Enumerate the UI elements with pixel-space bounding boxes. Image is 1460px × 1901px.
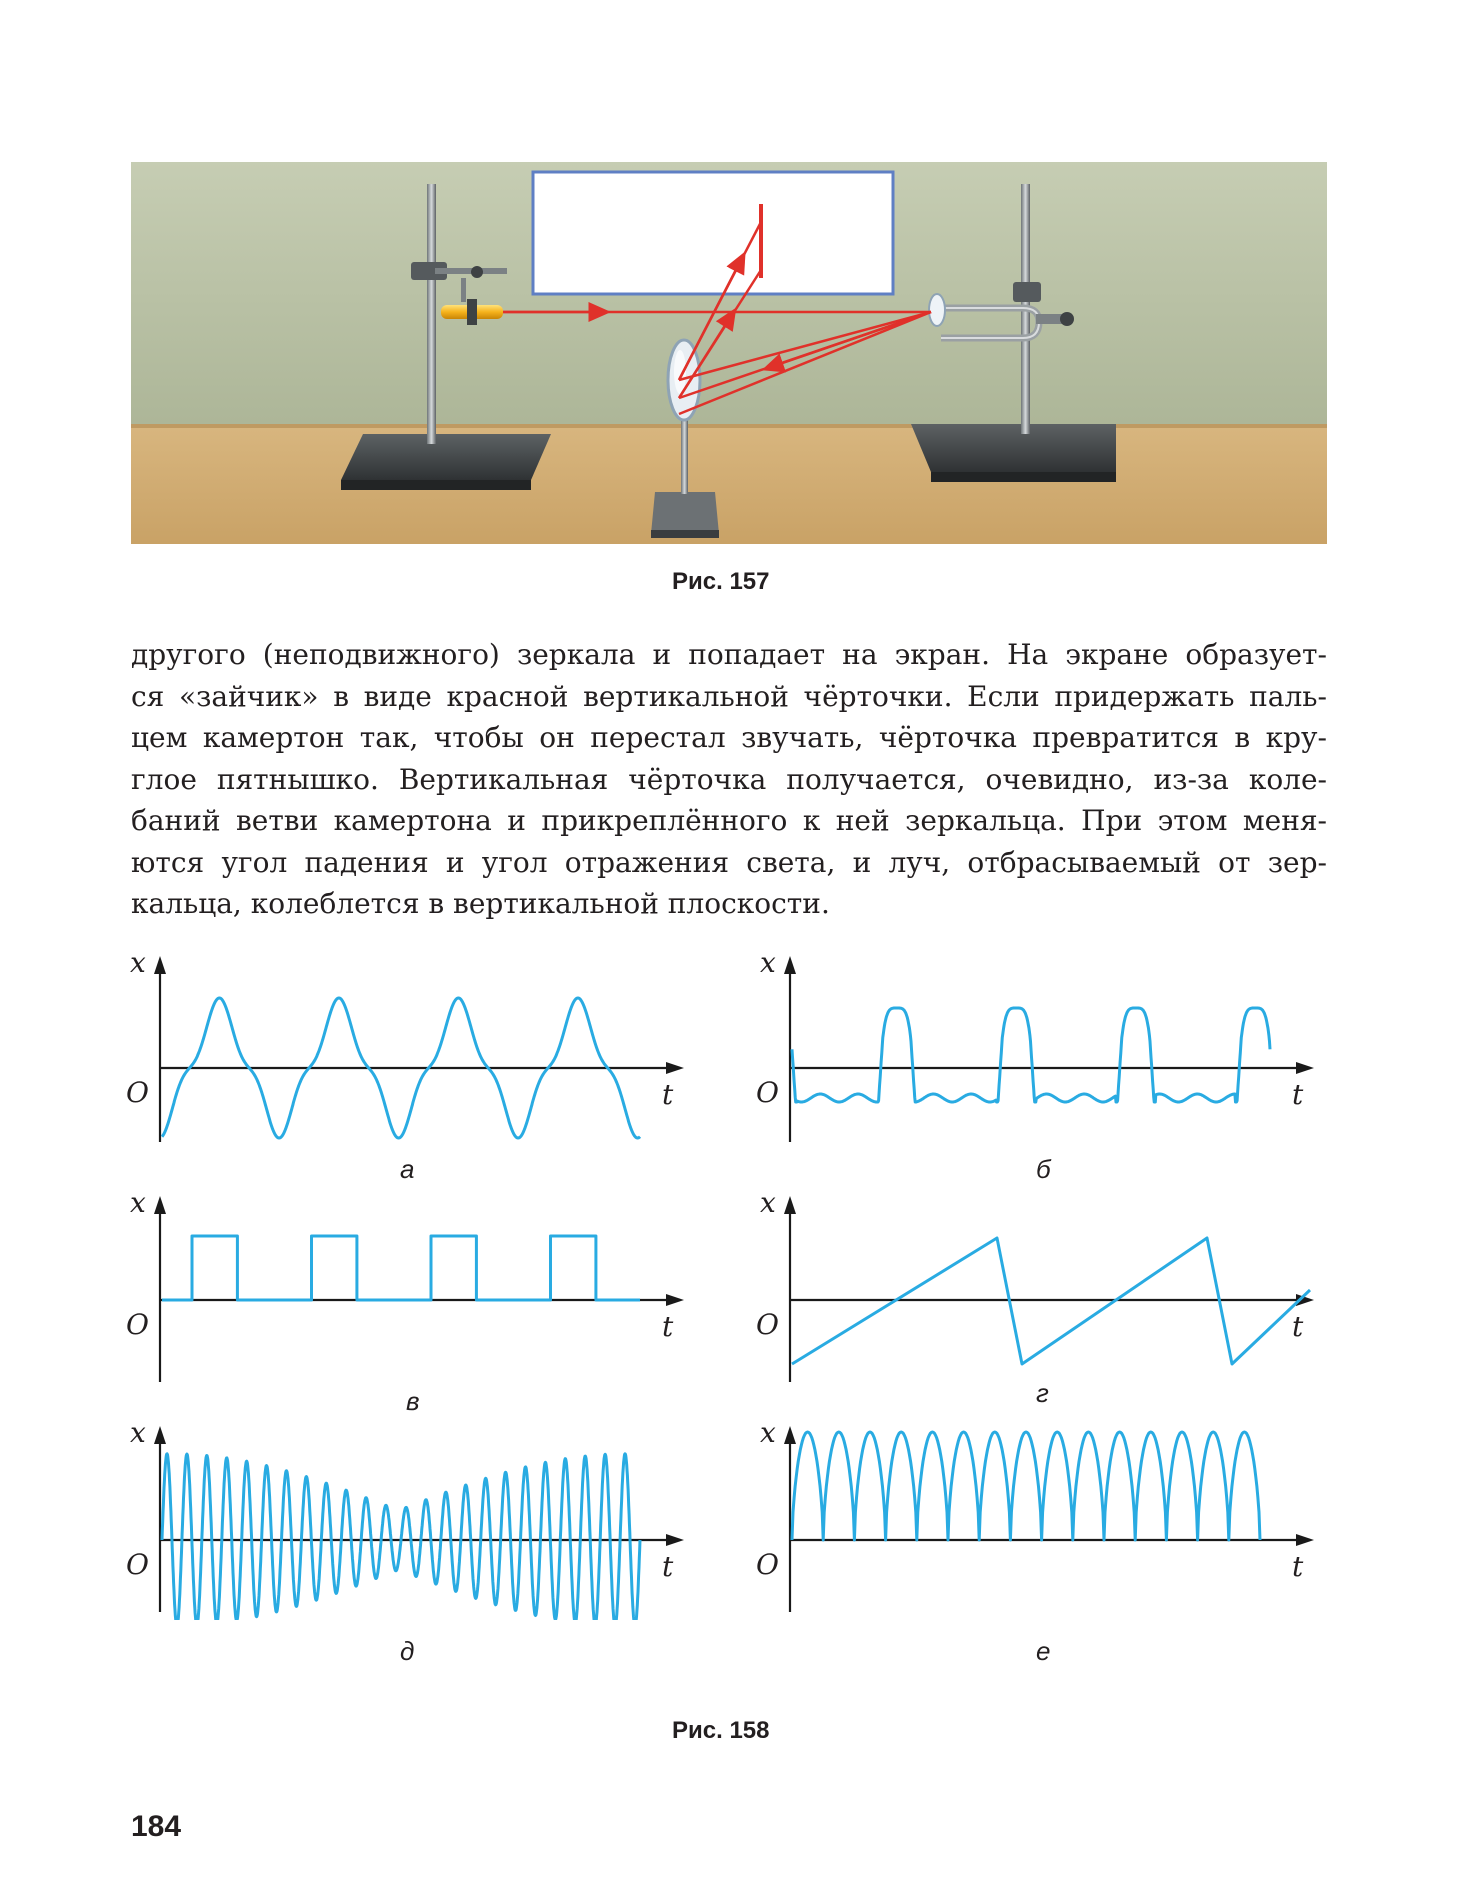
y-axis-label: x — [760, 1420, 776, 1449]
paragraph-line: другого (неподвижного) зеркала и попадае… — [131, 638, 1327, 671]
paragraph-line: ся «зайчик» в виде красной вертикальной … — [131, 679, 1327, 713]
panel-label-g: г — [1036, 1378, 1049, 1408]
x-axis-label: t — [1292, 1078, 1304, 1111]
page-number: 184 — [131, 1810, 182, 1843]
fixed-mirror — [651, 338, 719, 538]
x-axis-label: t — [662, 1550, 674, 1583]
waveform-curve — [790, 1430, 1262, 1542]
waveform-curve — [790, 1006, 1272, 1104]
y-axis-label: x — [130, 1190, 146, 1219]
projection-screen — [531, 170, 895, 296]
origin-label: O — [126, 1548, 149, 1581]
x-axis-label: t — [1292, 1550, 1304, 1583]
origin-label: O — [756, 1076, 779, 1109]
waveform-curve — [162, 1234, 640, 1302]
x-axis-arrow-icon — [666, 1062, 684, 1074]
waveform-curve — [791, 1236, 1312, 1366]
paragraph-line: глое пятнышко. Вертикальная чёрточка пол… — [131, 762, 1327, 796]
paragraph-line: баний ветви камертона и прикреплённого к… — [131, 804, 1327, 837]
paragraph-line: кальца, колеблется в вертикальной плоско… — [131, 887, 830, 920]
x-axis-arrow-icon — [1296, 1062, 1314, 1074]
table-surface — [131, 424, 1327, 544]
origin-label: O — [126, 1308, 149, 1341]
x-axis-arrow-icon — [666, 1294, 684, 1306]
figure-157-caption: Рис. 157 — [672, 568, 770, 595]
right-stand-base — [911, 424, 1116, 472]
y-axis-arrow-icon — [154, 1426, 166, 1444]
y-axis-arrow-icon — [154, 1196, 166, 1214]
panel-label-a: а — [400, 1154, 415, 1184]
origin-label: O — [756, 1308, 779, 1341]
waveform-curve — [160, 1452, 642, 1620]
panel-label-v: в — [406, 1386, 420, 1416]
y-axis-arrow-icon — [784, 956, 796, 974]
y-axis-arrow-icon — [784, 1196, 796, 1214]
tuning-fork — [941, 282, 1074, 342]
y-axis-label: x — [760, 1190, 776, 1219]
y-axis-arrow-icon — [154, 956, 166, 974]
origin-label: O — [756, 1548, 779, 1581]
x-axis-label: t — [1292, 1310, 1304, 1343]
left-stand-rod — [427, 184, 436, 444]
figure-158-caption: Рис. 158 — [672, 1717, 770, 1744]
y-axis-label: x — [130, 950, 146, 979]
light-rays — [503, 204, 932, 416]
x-axis-arrow-icon — [666, 1534, 684, 1546]
left-stand-base — [341, 434, 551, 480]
y-axis-arrow-icon — [784, 1426, 796, 1444]
fork-mirror — [928, 293, 946, 327]
setup-illustration — [131, 162, 1327, 544]
x-axis-label: t — [662, 1078, 674, 1111]
paragraph-line: цем камертон так, чтобы он перестал звуч… — [131, 721, 1327, 754]
y-axis-label: x — [130, 1420, 146, 1449]
panel-label-e: е — [1036, 1636, 1051, 1666]
panel-label-d: д — [400, 1636, 415, 1666]
body-paragraph: другого (неподвижного) зеркала и попадае… — [131, 634, 1327, 925]
paragraph-line: ются угол падения и угол отражения света… — [131, 845, 1327, 879]
waveform-curve — [160, 996, 642, 1140]
y-axis-label: x — [760, 950, 776, 979]
origin-label: O — [126, 1076, 149, 1109]
x-axis-label: t — [662, 1310, 674, 1343]
panel-label-b: б — [1036, 1154, 1051, 1184]
x-axis-arrow-icon — [1296, 1534, 1314, 1546]
